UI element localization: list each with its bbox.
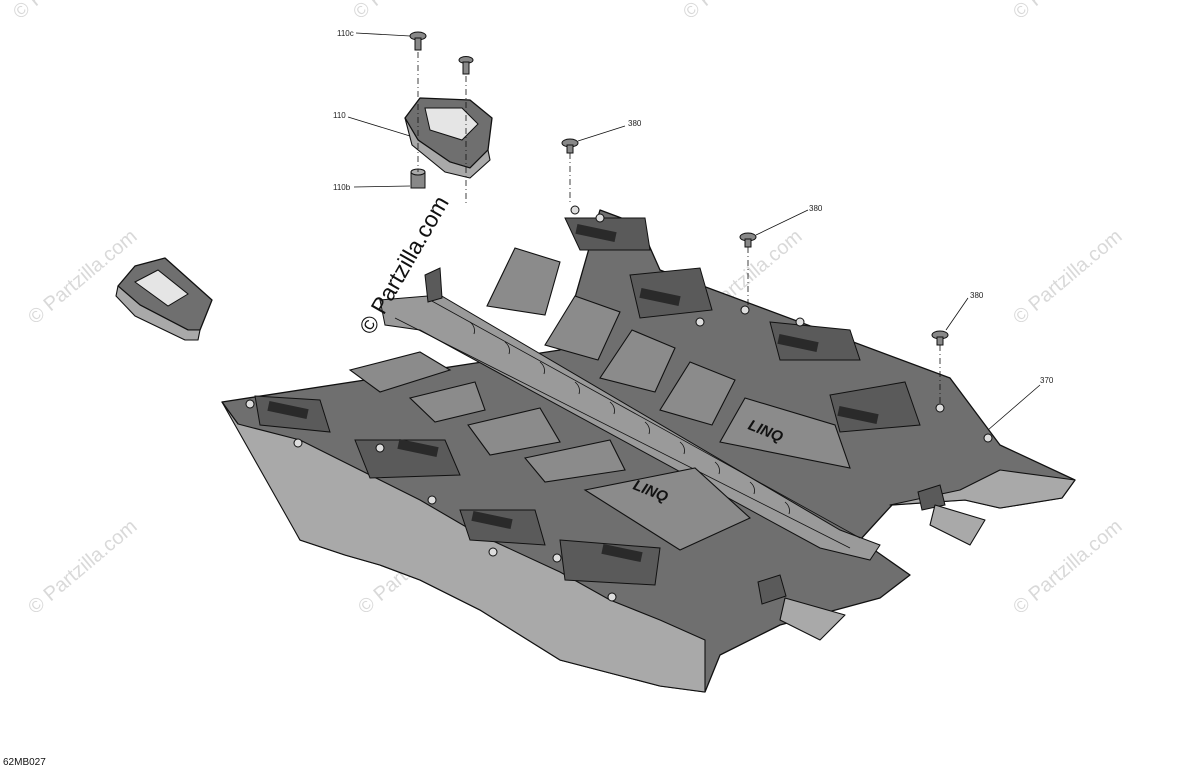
- assembly-axes: [417, 52, 941, 405]
- callout-380-b: 380: [809, 204, 823, 213]
- callout-110: 110: [333, 111, 346, 120]
- lower-pads: [348, 351, 751, 551]
- callout-380-c: 380: [970, 291, 984, 300]
- callout-110b: 110b: [333, 183, 351, 192]
- grab-handle-left: [115, 257, 213, 341]
- rivet-380-b: [739, 232, 757, 248]
- callout-380-a: 380: [628, 119, 642, 128]
- floor-panel-370: LINQ LINQ: [221, 205, 1076, 693]
- watermark-text: © Partzilla.com: [1009, 225, 1126, 328]
- screw-110c: [409, 31, 427, 51]
- watermark-text: © Partzilla.com: [1009, 515, 1126, 618]
- rail-ribs: [469, 321, 790, 515]
- watermark-text: © Partzilla.com: [24, 515, 141, 618]
- vent-grilles: [254, 217, 921, 586]
- screw-upper-right: [458, 56, 474, 75]
- leader-lines: [347, 32, 1041, 431]
- panel-clips: [424, 267, 986, 641]
- callout-110c: 110c: [337, 29, 354, 38]
- watermark-text: © Partzilla.com: [1009, 0, 1126, 24]
- watermark-text: © Partzilla.com: [349, 0, 466, 24]
- diagram-code: 62MB027: [3, 757, 46, 768]
- rivet-380-c: [931, 330, 949, 346]
- watermark-text: © Partzilla.com: [679, 0, 796, 24]
- watermark-text: © Partzilla.com: [9, 0, 126, 24]
- rivet-380-a: [561, 138, 579, 154]
- callout-labels: 110c 110 110b 380 380 380 370: [333, 29, 1054, 385]
- callout-370: 370: [1040, 376, 1054, 385]
- upper-pads: [486, 247, 851, 469]
- grab-handle-110: [404, 97, 493, 179]
- watermark-text: © Partzilla.com: [24, 225, 141, 328]
- mounting-holes: [245, 205, 993, 602]
